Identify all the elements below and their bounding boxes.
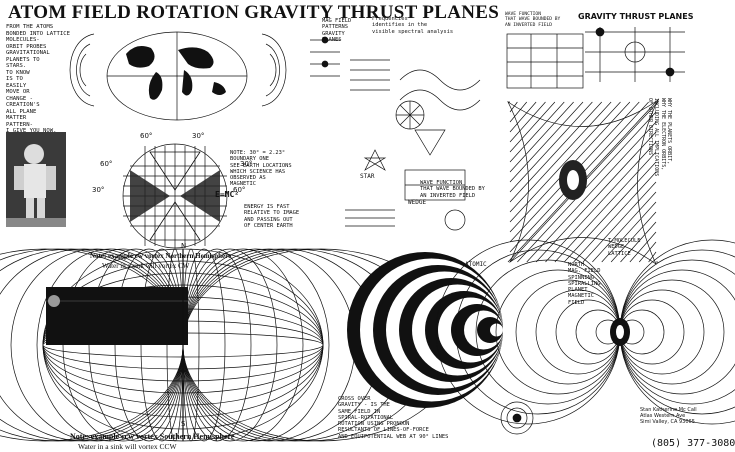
degree-label: 60° <box>233 186 246 194</box>
cross-over-note: CROSS OVER GRAVITY - IS THE SAME FIELD I… <box>338 396 449 440</box>
degree-label: 30° <box>192 132 205 140</box>
south-pole-label: S <box>181 420 186 428</box>
dipole-field-diagram <box>435 239 735 425</box>
phone-number: (805) 377-3080 <box>651 438 735 449</box>
right-margin-note: WHY THE PLANETS ORBIT, WHY THE ELECTRON … <box>647 98 672 177</box>
author-address: Stan Katherine Mc Call Atlas Western Ave… <box>640 407 697 425</box>
southern-hemisphere-note: Note: example ccw vortex Southern Hemisp… <box>70 432 235 441</box>
energy-note: ENERGY IS FAST RELATIVE TO IMAGE AND PAS… <box>244 204 300 229</box>
curved-quadrilateral-diagram <box>507 98 659 266</box>
atomic-label: ATOMIC <box>465 261 487 268</box>
north-pole-label: N <box>181 242 187 250</box>
molecule-note: T-MOLECULE WEDGE LATTICE <box>608 238 641 257</box>
northern-hemisphere-note: Note: example cw vortex Northern Hemisph… <box>90 252 232 260</box>
astronaut-figure-icon <box>6 132 66 227</box>
wave-function-note: WAVE FUNCTION THAT WAVE BOUNDED BY AN IN… <box>420 180 485 199</box>
field-line-sketches <box>310 36 481 130</box>
vortex-globe-diagram <box>0 248 460 442</box>
note-30-degrees: NOTE: 30° = 2.23° BOUNDARY ONE SEE EARTH… <box>230 150 292 188</box>
star-label: STAR <box>360 173 375 180</box>
poster-title: ATOM FIELD ROTATION GRAVITY THRUST PLANE… <box>8 2 500 23</box>
star-wedge-diagrams <box>345 129 466 231</box>
north-mag-field-note: NORTH MAG. FIELD SPINNING SPIRALLING PLA… <box>568 262 601 306</box>
left-field-loop <box>69 33 95 107</box>
degree-label: 60° <box>140 132 153 140</box>
right-field-loop <box>261 33 287 107</box>
grid-sphere-diagram <box>122 143 228 249</box>
degree-label: 60° <box>100 160 113 168</box>
left-column-text: FROM THE ATOMS BONDED INTO LATTICE MOLEC… <box>6 24 70 134</box>
spiral-vortex-diagram <box>347 252 503 408</box>
cw-vortex-note: Water in a sink will vortex CW <box>102 262 190 270</box>
astronaut-photo <box>6 132 66 227</box>
ccw-vortex-note: Water in a sink will vortex CCW <box>78 442 177 451</box>
small-orbit-diagram <box>500 401 534 435</box>
top-right-note: WAVE FUNCTION THAT WAVE BOUNDED BY AN IN… <box>505 12 561 28</box>
frequencies-note: Frequencies identifies in the visible sp… <box>372 16 454 35</box>
world-map-diagram <box>106 31 248 121</box>
gravity-thrust-schematic <box>585 27 685 82</box>
wedge-label: WEDGE <box>408 199 427 206</box>
frequency-chart-sketch <box>506 33 584 89</box>
degree-label: 30° <box>240 160 253 168</box>
right-title: GRAVITY THRUST PLANES <box>578 12 694 21</box>
emc-label: E=MC² <box>215 190 240 199</box>
degree-label: 30° <box>92 186 105 194</box>
